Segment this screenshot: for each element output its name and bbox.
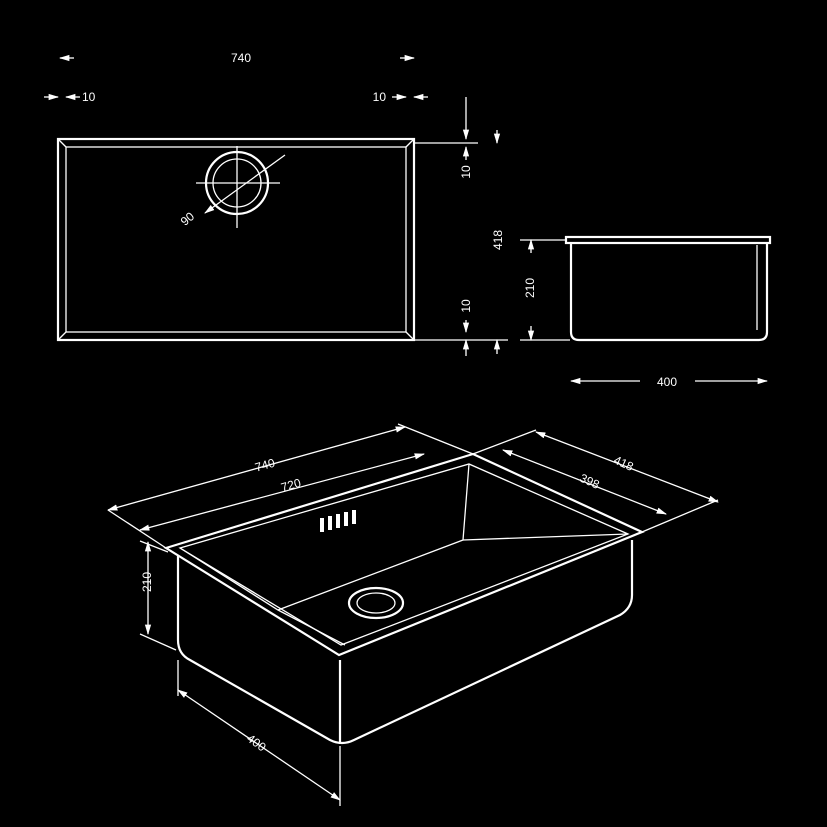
iso-drain-icon [347, 586, 405, 620]
iso-overall-depth: 418 [612, 453, 636, 474]
drain-diameter-label: 90 [178, 209, 197, 229]
dim-right-flange: 10 [373, 90, 387, 104]
dim-overall-width: 740 [231, 51, 251, 65]
top-view: 90 740 10 10 10 10 418 [44, 51, 508, 356]
iso-view: 740 720 418 398 210 400 [106, 423, 719, 806]
side-width-label: 400 [657, 375, 677, 389]
iso-rim-inner [178, 463, 630, 646]
iso-bowl-walls [176, 540, 634, 745]
side-height-label: 210 [523, 278, 537, 298]
iso-overall-length: 740 [253, 456, 276, 475]
dim-bottom-flange: 10 [459, 299, 473, 313]
iso-inner-length: 720 [279, 476, 302, 495]
dim-overall-depth: 418 [491, 230, 505, 250]
overflow-slots-icon [320, 510, 356, 532]
sink-inner-outline [65, 146, 407, 333]
side-view: 210 400 [520, 235, 772, 389]
dim-top-flange: 10 [459, 165, 473, 179]
side-rim [564, 235, 772, 245]
iso-height: 210 [140, 572, 154, 592]
side-bowl [569, 243, 769, 342]
sink-outer-outline [56, 137, 416, 342]
dim-left-flange: 10 [82, 90, 96, 104]
iso-inner-depth: 398 [578, 471, 602, 492]
iso-width: 400 [244, 731, 269, 754]
iso-rim-outer [163, 452, 645, 657]
drain-icon [196, 146, 286, 228]
